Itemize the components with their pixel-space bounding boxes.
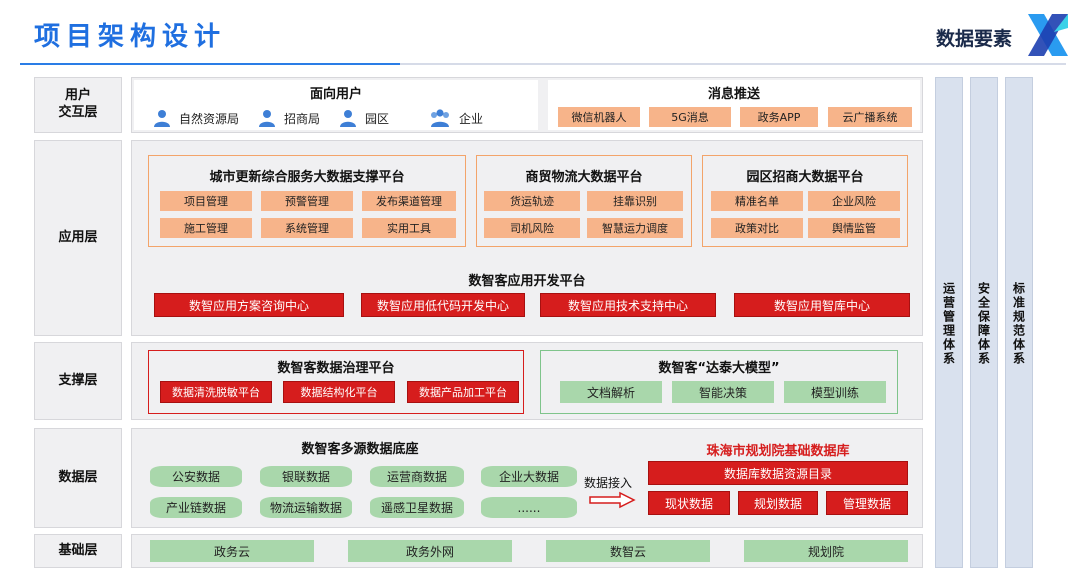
urban-item: 项目管理	[160, 191, 252, 211]
person-icon	[259, 110, 275, 127]
user-label: 招商局	[284, 111, 321, 126]
zhuhai-db-catalog: 数据库数据资源目录	[648, 461, 908, 485]
urban-item: 预警管理	[261, 191, 353, 211]
park-item: 政策对比	[711, 218, 803, 238]
user-item-park: 园区	[338, 108, 389, 128]
logistics-item: 货运轨迹	[484, 191, 580, 211]
model-item: 智能决策	[672, 381, 774, 403]
zhuhai-db-title: 珠海市规划院基础数据库	[706, 444, 850, 459]
data-source-cylinder: 公安数据	[150, 466, 242, 487]
urban-item: 系统管理	[261, 218, 353, 238]
side-column-standards: 标准规范体系	[1005, 77, 1033, 568]
arrow-right-icon	[589, 491, 636, 509]
msg-item-5g: 5G消息	[649, 107, 731, 127]
brand-name: 数据要素	[936, 28, 1013, 50]
data-source-cylinder: 遥感卫星数据	[370, 497, 464, 518]
model-platform-title: 数智客“达泰大模型”	[658, 361, 780, 376]
base-item: 规划院	[744, 540, 908, 562]
base-item: 政务云	[150, 540, 314, 562]
urban-platform-box	[148, 155, 466, 247]
msg-item-wechat-bot: 微信机器人	[558, 107, 640, 127]
title-divider	[20, 63, 1066, 65]
dev-center-item: 数智应用技术支持中心	[540, 293, 716, 317]
zhuhai-db-item: 现状数据	[648, 491, 730, 515]
park-platform-title: 园区招商大数据平台	[746, 170, 864, 185]
data-source-cylinder: 银联数据	[260, 466, 352, 487]
park-item: 企业风险	[808, 191, 900, 211]
data-source-cylinder: 物流运输数据	[260, 497, 352, 518]
messaging-title: 消息推送	[707, 87, 760, 102]
urban-item: 实用工具	[362, 218, 456, 238]
urban-item: 发布渠道管理	[362, 191, 456, 211]
side-column-label: 标准规范体系	[1011, 282, 1026, 366]
title-divider-accent	[20, 63, 400, 65]
park-item: 舆情监管	[808, 218, 900, 238]
zhuhai-db-item: 管理数据	[826, 491, 908, 515]
side-column-label: 运营管理体系	[941, 282, 956, 366]
layer-label-data: 数据层	[34, 428, 122, 528]
side-column-security: 安全保障体系	[970, 77, 998, 568]
zhuhai-db-item: 规划数据	[738, 491, 818, 515]
user-item-natural-resources: 自然资源局	[152, 108, 239, 128]
urban-platform-title: 城市更新综合服务大数据支撑平台	[209, 170, 405, 185]
layer-label-support: 支撑层	[34, 342, 122, 420]
governance-item: 数据产品加工平台	[407, 381, 519, 403]
model-item: 文档解析	[560, 381, 662, 403]
logistics-item: 挂靠识别	[587, 191, 683, 211]
data-source-cylinder: 运营商数据	[370, 466, 464, 487]
side-column-label: 安全保障体系	[976, 282, 991, 366]
layer-label-base: 基础层	[34, 534, 122, 568]
logistics-item: 智慧运力调度	[587, 218, 683, 238]
user-item-investment-bureau: 招商局	[257, 108, 320, 128]
park-item: 精准名单	[711, 191, 803, 211]
governance-platform-title: 数智客数据治理平台	[277, 361, 395, 376]
msg-item-cloud-broadcast: 云广播系统	[828, 107, 912, 127]
base-item: 数智云	[546, 540, 710, 562]
page-title: 项目架构设计	[34, 22, 227, 52]
brand-logo-icon	[1028, 14, 1068, 56]
data-source-cylinder: 产业链数据	[150, 497, 242, 518]
layer-label-app: 应用层	[34, 140, 122, 336]
park-platform-box	[702, 155, 908, 247]
person-icon	[154, 110, 170, 127]
data-source-cylinder: ......	[481, 497, 577, 518]
layer-label-user: 用户 交互层	[34, 77, 122, 133]
side-column-operations: 运营管理体系	[935, 77, 963, 568]
facing-users-title: 面向用户	[309, 87, 362, 102]
logistics-item: 司机风险	[484, 218, 580, 238]
data-base-title: 数智客多源数据底座	[301, 442, 419, 457]
user-label: 企业	[459, 111, 484, 126]
model-item: 模型训练	[784, 381, 886, 403]
dev-platform-title: 数智客应用开发平台	[468, 274, 586, 289]
logistics-platform-title: 商贸物流大数据平台	[525, 170, 643, 185]
user-label: 自然资源局	[179, 111, 240, 126]
dev-center-item: 数智应用智库中心	[734, 293, 910, 317]
urban-item: 施工管理	[160, 218, 252, 238]
user-item-enterprise: 企业	[428, 108, 483, 128]
msg-item-gov-app: 政务APP	[740, 107, 818, 127]
person-icon	[340, 110, 356, 127]
group-icon	[431, 109, 449, 127]
governance-item: 数据结构化平台	[283, 381, 395, 403]
facing-users-box	[134, 80, 538, 130]
dev-center-item: 数智应用低代码开发中心	[361, 293, 525, 317]
logistics-platform-box	[476, 155, 692, 247]
model-platform-box	[540, 350, 898, 414]
user-label: 园区	[365, 111, 390, 126]
data-ingest-label: 数据接入	[584, 476, 633, 490]
data-source-cylinder: 企业大数据	[481, 466, 577, 487]
governance-platform-box	[148, 350, 524, 414]
base-item: 政务外网	[348, 540, 512, 562]
dev-center-item: 数智应用方案咨询中心	[154, 293, 344, 317]
governance-item: 数据清洗脱敏平台	[160, 381, 272, 403]
